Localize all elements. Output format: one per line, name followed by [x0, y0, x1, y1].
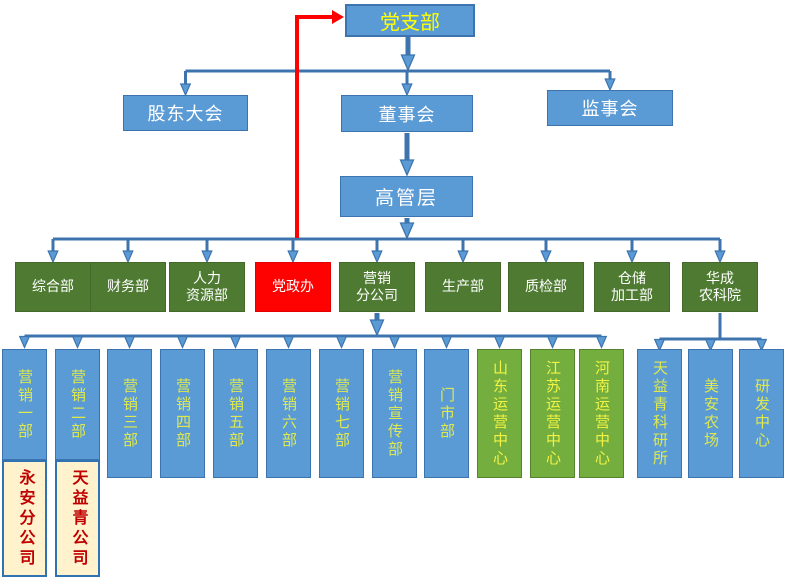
node-executive-layer: 高管层: [340, 176, 473, 217]
unit-node-2: 营销二部: [55, 349, 100, 460]
unit-node-5: 营销五部: [213, 349, 258, 478]
dept-node-8: 仓储 加工部: [594, 262, 670, 312]
unit-node-8: 营销宣传部: [372, 349, 417, 478]
node-shareholders-meeting: 股东大会: [123, 95, 248, 131]
unit-node-15: 研发中心: [739, 349, 784, 478]
unit-node-3: 营销三部: [107, 349, 152, 478]
unit-node-13: 天益青科研所: [637, 349, 682, 478]
dept-node-7: 质检部: [508, 262, 584, 312]
unit-node-4: 营销四部: [160, 349, 205, 478]
unit-node-10: 山东运营中心: [477, 349, 522, 478]
subsidiary-node-2: 天益青公司: [55, 460, 100, 577]
blue-connectors: [24, 37, 762, 341]
unit-node-1: 营销一部: [2, 349, 47, 460]
unit-node-6: 营销六部: [266, 349, 311, 478]
node-supervisory-board: 监事会: [547, 90, 673, 126]
node-board-of-directors: 董事会: [341, 95, 473, 132]
dept-node-3: 人力 资源部: [169, 262, 245, 312]
unit-node-9: 门市部: [424, 349, 469, 478]
dept-node-5: 营销 分公司: [339, 262, 415, 312]
dept-node-4: 党政办: [255, 262, 331, 312]
unit-node-11: 江苏运营中心: [530, 349, 575, 478]
dept-node-6: 生产部: [425, 262, 501, 312]
dept-node-2: 财务部: [90, 262, 166, 312]
unit-node-7: 营销七部: [319, 349, 364, 478]
node-party-branch: 党支部: [345, 4, 475, 37]
dept-node-1: 综合部: [15, 262, 91, 312]
unit-node-14: 美安农场: [688, 349, 733, 478]
dept-node-9: 华成 农科院: [682, 262, 758, 312]
unit-node-12: 河南运营中心: [579, 349, 624, 478]
red-party-line: [295, 10, 344, 238]
subsidiary-node-1: 永安分公司: [2, 460, 47, 577]
